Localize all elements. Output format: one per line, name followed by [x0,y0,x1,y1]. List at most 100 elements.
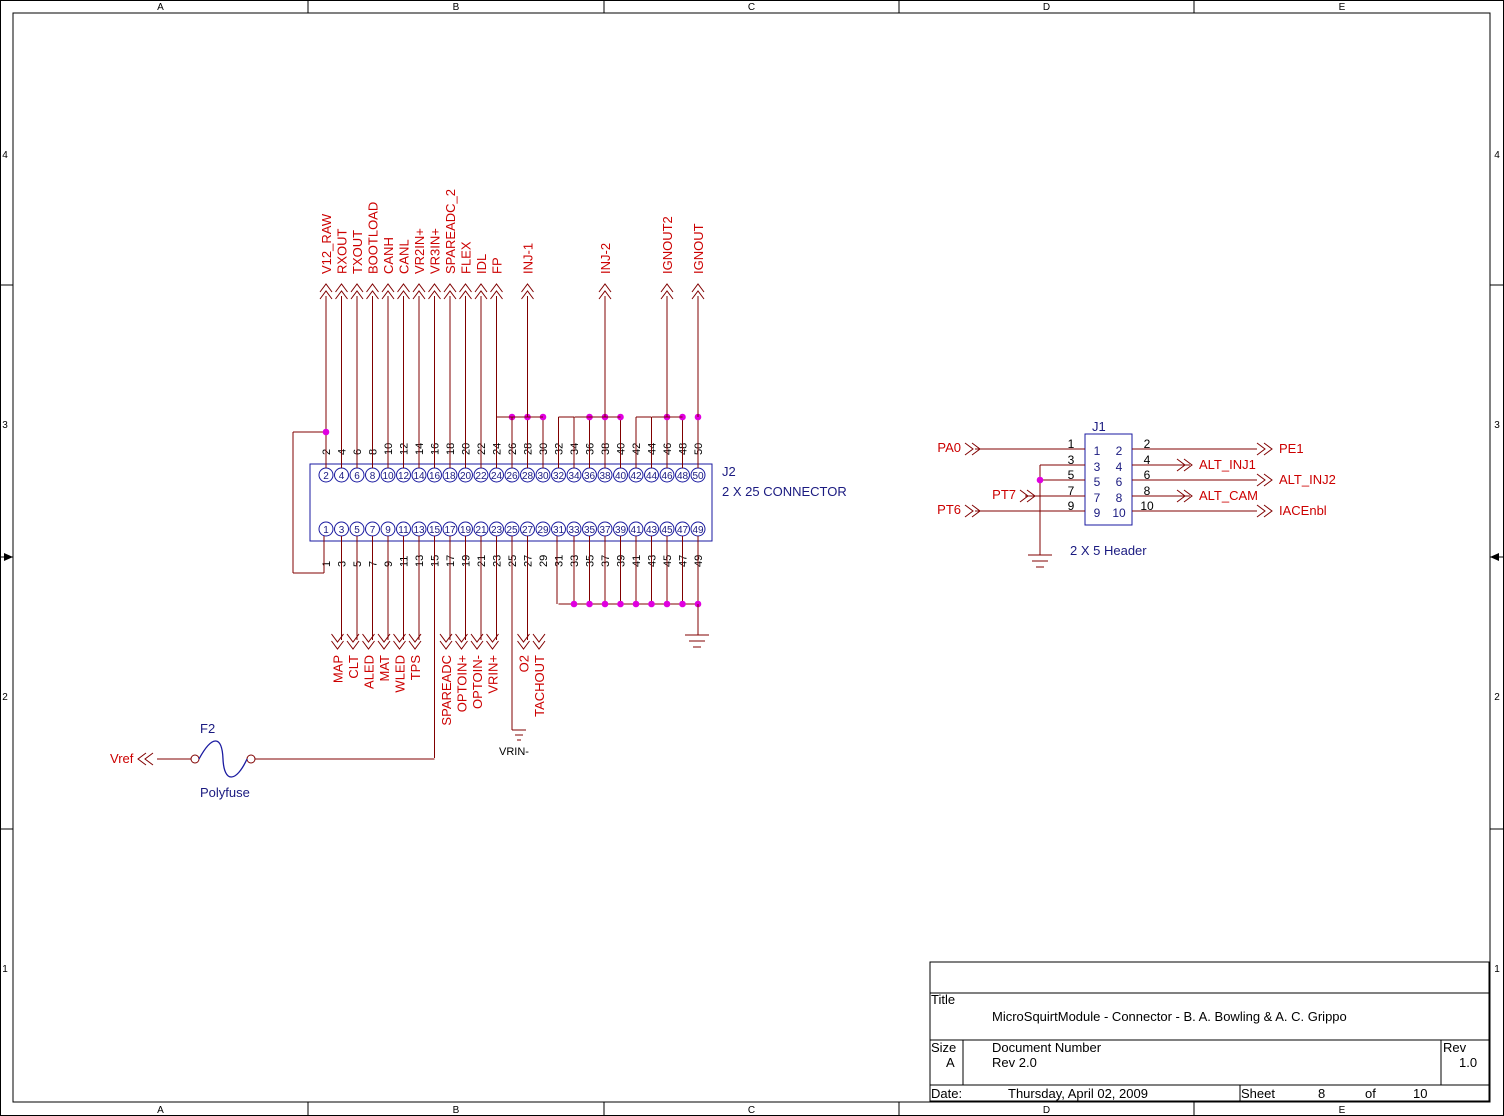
pin-number: 28 [522,471,534,482]
net-chevron [1256,504,1273,518]
net-chevron [412,283,426,300]
column-label: A [157,1105,164,1116]
pin-circle [551,521,566,537]
pin-label: 21 [476,555,488,567]
pin-number: 21 [475,525,487,536]
pin-label: 13 [414,555,426,567]
sheet-value: 8 [1318,1086,1325,1101]
net-chevron [598,283,612,300]
net-chevron [532,633,546,650]
net-chevron [964,504,981,518]
pin-label: 1 [1068,437,1075,451]
net-chevron [474,283,488,300]
pin-label: 32 [554,443,566,455]
fuse-symbol [198,740,248,778]
pin-number: 20 [460,471,472,482]
pin-number: 5 [354,525,360,536]
net-chevron [443,283,457,300]
pin-label: 10 [383,443,395,455]
pin-number: 6 [1116,475,1123,489]
pin-label: 42 [631,443,643,455]
gnd-label: VRIN- [499,746,529,758]
net-label: WLED [393,655,408,693]
size-label: Size [931,1040,956,1055]
net-label: ALT_CAM [1199,488,1258,503]
pin-number: 12 [398,471,410,482]
pin-number: 41 [630,525,642,536]
net-chevron [691,283,705,300]
pin-circle [535,521,551,537]
pin-number: 10 [1112,506,1126,520]
net-chevron [1176,458,1193,472]
junction-dot [632,600,640,608]
net-chevron [486,633,499,650]
pin-label: 30 [538,443,550,455]
pin-label: 44 [647,443,659,455]
inner-border [12,12,1491,1103]
net-chevron [1256,442,1273,456]
net-chevron [331,633,344,650]
pin-label: 40 [616,443,628,455]
pin-number: 40 [615,471,627,482]
pin-label: 2 [1144,437,1151,451]
row-label: 2 [2,692,8,703]
pin-label: 8 [1144,484,1151,498]
junction-dot [663,600,671,608]
pin-label: 17 [445,555,457,567]
pin-number: 17 [444,525,456,536]
net-chevron [381,283,395,300]
net-label: MAP [331,655,346,683]
pin-label: 1 [321,561,333,567]
net-label: V12_RAW [319,213,334,274]
net-chevron [377,633,391,650]
pin-label: 46 [662,443,674,455]
pin-number: 4 [339,471,345,482]
net-chevron [1176,489,1193,503]
net-label: IGNOUT [691,223,706,274]
pin-label: 9 [383,561,395,567]
rev-value: 1.0 [1459,1055,1477,1070]
pin-number: 11 [398,525,409,536]
j1-value: 2 X 5 Header [1070,543,1147,558]
j2-value: 2 X 25 CONNECTOR [722,484,847,499]
pin-label: 39 [616,555,628,567]
junction-dot [322,428,330,436]
pin-label: 24 [492,443,504,455]
net-label: SPAREADC_2 [443,189,458,274]
pin-number: 7 [370,525,376,536]
pin-number: 37 [599,525,611,536]
pin-number: 22 [475,471,487,482]
pin-number: 13 [413,525,425,536]
column-label: D [1043,2,1050,13]
pin-number: 27 [522,525,534,536]
net-label: VR2IN+ [412,228,427,274]
pin-label: 3 [337,561,349,567]
net-label: INJ-1 [521,243,536,274]
net-chevron [1019,489,1036,503]
center-arrow [1490,553,1499,561]
of-value: 10 [1413,1086,1427,1101]
net-chevron [350,283,364,300]
pin-label: 43 [647,555,659,567]
j2-connector: J22 X 25 CONNECTOR2143658710912111413161… [292,189,847,758]
pin-label: 7 [1068,484,1075,498]
row-label: 1 [2,964,8,975]
pin-label: 4 [1144,453,1151,467]
net-chevron [137,752,154,766]
column-label: B [453,2,460,13]
of-label: of [1365,1086,1376,1101]
pin-label: 14 [414,443,426,455]
pin-label: 3 [1068,453,1075,467]
pin-number: 23 [491,525,503,536]
net-label: PE1 [1279,441,1304,456]
net-label: TPS [408,655,423,681]
row-label: 4 [2,150,8,161]
pin-number: 8 [1116,491,1123,505]
pin-number: 1 [1094,444,1101,458]
junction-dot [601,600,609,608]
pin-label: 47 [678,555,690,567]
pin-number: 30 [537,471,549,482]
pin-number: 7 [1094,491,1101,505]
